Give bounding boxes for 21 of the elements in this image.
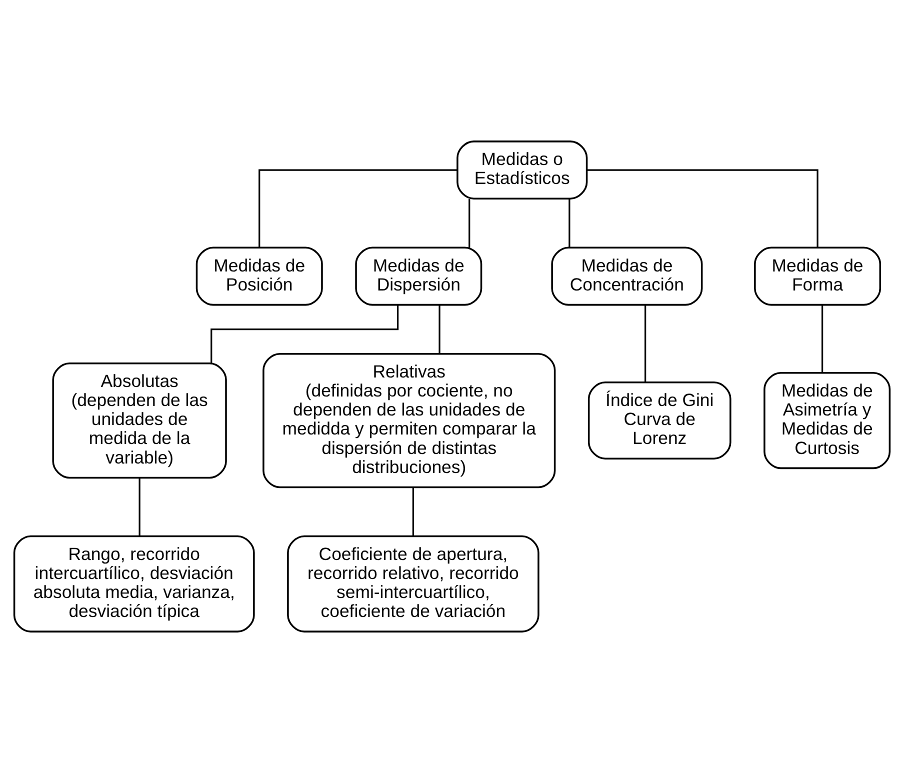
connector (586, 168, 818, 247)
node-box: Relativas (definidas por cociente, no dependen de las unidades de medidda y permiten comparar la dispersión de distintas distribuciones) (262, 352, 556, 488)
node-box: Medidas de Forma (754, 246, 882, 306)
node-box: Medidas de Concentración (551, 246, 703, 306)
node-box: Medidas de Posición (196, 246, 323, 306)
node-box: Medidas de Dispersión (355, 246, 482, 306)
node-box: Coeficiente de apertura, recorrido relativo, recorrido semi-intercuartílico, coeficiente de variación (287, 534, 540, 632)
node-box: Medidas o Estadísticos (456, 140, 588, 199)
connector (821, 304, 824, 372)
connector (258, 168, 458, 247)
connector (468, 198, 470, 248)
connector (644, 304, 646, 382)
connector (210, 304, 399, 363)
connector (412, 486, 414, 536)
connector (568, 198, 570, 248)
connector (438, 304, 440, 354)
connector (138, 478, 140, 536)
node-box: Absolutas (dependen de las unidades de medida de la variable) (52, 362, 227, 478)
node-box: Rango, recorrido intercuartílico, desviación absoluta media, varianza, desviación típica (13, 534, 255, 632)
node-box: Medidas de Asimetría y Medidas de Curtosis (764, 372, 891, 469)
node-box: Índice de Gini Curva de Lorenz (588, 381, 732, 460)
